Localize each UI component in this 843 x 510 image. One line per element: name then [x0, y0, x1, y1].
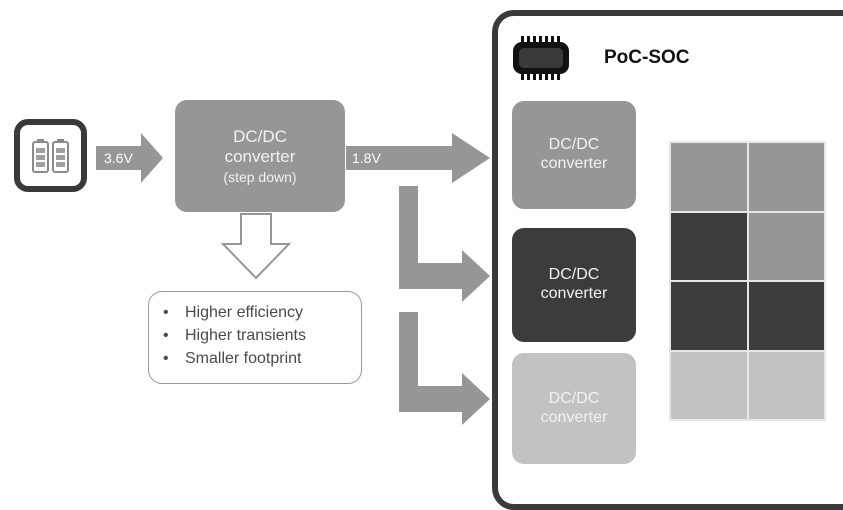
battery-icon [32, 139, 69, 173]
battery-box [14, 119, 87, 192]
soc-title: PoC-SOC [604, 47, 690, 68]
grid-cell [748, 143, 824, 211]
grid-cell [748, 351, 824, 419]
soc-converter-c: DC/DC converter [512, 353, 636, 464]
main-dcdc-converter: DC/DC converter (step down) [175, 100, 345, 212]
grid-cell [748, 212, 824, 280]
arrow-to-converter-c [399, 312, 490, 425]
benefits-list: •Higher efficiency •Higher transients •S… [163, 301, 361, 370]
grid-cell [671, 282, 747, 350]
grid-cell [671, 212, 747, 280]
power-domain-grid [669, 141, 826, 421]
benefit-item: •Higher transients [163, 324, 361, 347]
benefit-item: •Higher efficiency [163, 301, 361, 324]
benefits-box: •Higher efficiency •Higher transients •S… [148, 291, 362, 384]
bullet: • [163, 327, 169, 344]
converter-label-line1: DC/DC [233, 126, 287, 146]
soc-converter-a: DC/DC converter [512, 101, 636, 209]
hollow-down-arrow [220, 213, 292, 280]
bullet: • [163, 350, 169, 367]
grid-cell [671, 143, 747, 211]
chip-icon [513, 36, 569, 80]
input-voltage-label: 3.6V [104, 150, 133, 166]
output-voltage-label: 1.8V [352, 150, 381, 166]
arrow-converter-to-soc [346, 133, 490, 183]
benefit-item: •Smaller footprint [163, 347, 361, 370]
arrow-to-converter-b [399, 186, 490, 302]
grid-cell [748, 282, 824, 350]
soc-converter-b: DC/DC converter [512, 228, 636, 342]
arrow-battery-to-converter [96, 133, 163, 183]
converter-label-line3: (step down) [223, 168, 297, 185]
grid-cell [671, 351, 747, 419]
arrows-layer [96, 133, 490, 425]
converter-label-line2: converter [224, 146, 296, 166]
bullet: • [163, 304, 169, 321]
